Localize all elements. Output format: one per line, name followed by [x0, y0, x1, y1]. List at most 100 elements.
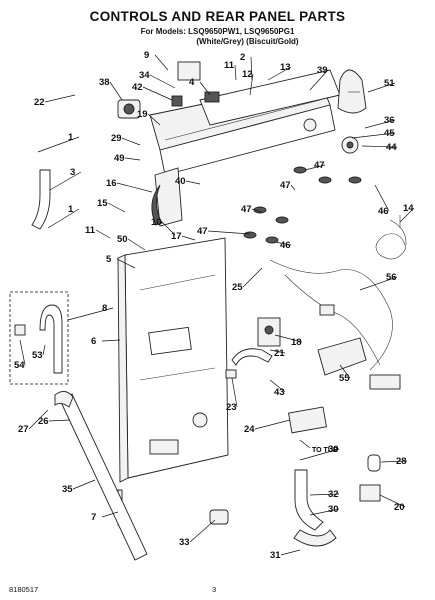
callout-leader-13 — [267, 66, 292, 81]
callout-leader-33 — [189, 519, 216, 543]
callout-leader-43 — [269, 379, 286, 393]
callout-1: 1 — [68, 132, 74, 143]
callout-47-2: 47 — [241, 204, 252, 215]
model-colors: (White/Grey) (Biscuit/Gold) — [196, 37, 299, 46]
model-numbers: For Models: LSQ9650PW1, LSQ9650PG1 — [140, 27, 295, 36]
callout-leader-46 — [374, 184, 390, 212]
callout-leader-19 — [147, 113, 161, 126]
to-tub-label: TO TUB — [312, 447, 338, 454]
callout-21: 21 — [274, 348, 285, 359]
callout-47-1: 47 — [280, 180, 291, 191]
callout-29: 29 — [111, 133, 122, 144]
callout-42: 42 — [132, 82, 143, 93]
callout-12: 12 — [242, 69, 253, 80]
callout-14: 14 — [403, 203, 414, 214]
callout-leader-51 — [367, 82, 396, 93]
callout-leader-14 — [399, 207, 415, 223]
callout-leader-50 — [127, 238, 146, 251]
callout-leader-17 — [181, 235, 196, 241]
callout-leader-35 — [72, 479, 96, 490]
callout-leader-11 — [234, 64, 237, 81]
callout-30: 30 — [328, 444, 339, 455]
callout-leader-45 — [351, 132, 396, 139]
callout-leader-1 — [37, 136, 80, 153]
callout-labels: 1123456789101111121314151617181920212223… — [14, 50, 414, 561]
callout-49: 49 — [114, 153, 125, 164]
callout-30-1: 30 — [328, 504, 339, 515]
callout-leader-25 — [242, 267, 263, 288]
wire-harness-56 — [269, 259, 401, 390]
callout-leader-22 — [44, 94, 76, 103]
callout-leader-42 — [142, 86, 173, 101]
callout-leader-4 — [199, 81, 211, 96]
callout-50: 50 — [117, 234, 128, 245]
callout-leader-47 — [304, 164, 326, 171]
to-tub-leader — [299, 439, 311, 449]
callout-19: 19 — [137, 109, 148, 120]
callout-4: 4 — [189, 77, 195, 88]
callout-leader-26 — [48, 419, 71, 422]
pump-20 — [359, 454, 381, 502]
callout-leader-30 — [299, 448, 340, 461]
callout-36: 36 — [384, 115, 395, 126]
callout-32: 32 — [328, 489, 339, 500]
knob-set — [243, 166, 362, 244]
callout-18: 18 — [291, 337, 302, 348]
callout-8: 8 — [102, 303, 107, 314]
callout-13: 13 — [280, 62, 291, 73]
callout-26: 26 — [38, 416, 49, 427]
callout-2: 2 — [240, 52, 245, 63]
inlet-hose-3 — [31, 169, 51, 230]
callout-39: 39 — [317, 65, 328, 76]
callout-1-1: 1 — [68, 204, 74, 215]
callout-leader-20 — [379, 494, 406, 508]
callout-leader-7 — [101, 511, 119, 518]
callout-leader-55 — [339, 364, 351, 379]
callout-16: 16 — [106, 178, 117, 189]
callout-leader-5 — [116, 258, 136, 269]
callout-leader-21 — [269, 349, 286, 354]
callout-leader-29 — [121, 137, 141, 146]
callout-leader-44 — [361, 145, 398, 148]
callout-leader-40 — [185, 180, 201, 185]
callout-46: 46 — [378, 206, 389, 217]
callout-28: 28 — [396, 456, 407, 467]
callout-11: 11 — [224, 60, 235, 71]
callout-leader-10 — [161, 221, 176, 236]
pump-bracket-55 — [317, 337, 367, 376]
callout-leader-27 — [28, 409, 49, 430]
callout-leader-31 — [280, 549, 301, 556]
callout-25: 25 — [232, 282, 243, 293]
callout-55: 55 — [339, 373, 350, 384]
rear-panel — [117, 237, 229, 483]
callout-leader-54 — [19, 339, 26, 366]
callout-35: 35 — [62, 484, 73, 495]
callout-23: 23 — [226, 402, 237, 413]
callout-24: 24 — [244, 424, 255, 435]
callout-7: 7 — [91, 512, 96, 523]
callout-leader-9 — [154, 54, 169, 71]
callout-45: 45 — [384, 128, 395, 139]
callout-5: 5 — [106, 254, 112, 265]
motor-block — [171, 61, 220, 107]
callout-leader-47-2 — [251, 208, 263, 213]
callout-46-1: 46 — [280, 240, 291, 251]
callout-leader-2 — [250, 56, 253, 81]
drain-hose-26 — [54, 391, 148, 561]
callout-leader-3 — [49, 171, 82, 191]
drain-hose-32 — [293, 469, 337, 547]
callout-leader-32 — [309, 493, 340, 496]
callout-9: 9 — [144, 50, 149, 61]
power-cord-14 — [375, 215, 407, 260]
callout-11-1: 11 — [85, 225, 96, 236]
callout-leader-18 — [274, 334, 303, 343]
callout-leader-38 — [109, 81, 123, 101]
callout-47-3: 47 — [197, 226, 208, 237]
callout-leader-34 — [149, 74, 176, 89]
callout-17: 17 — [171, 231, 182, 242]
callout-leader-49 — [124, 157, 141, 161]
knob-51 — [337, 69, 367, 114]
callout-leader-39 — [309, 69, 329, 91]
callout-leader-12 — [249, 73, 254, 96]
